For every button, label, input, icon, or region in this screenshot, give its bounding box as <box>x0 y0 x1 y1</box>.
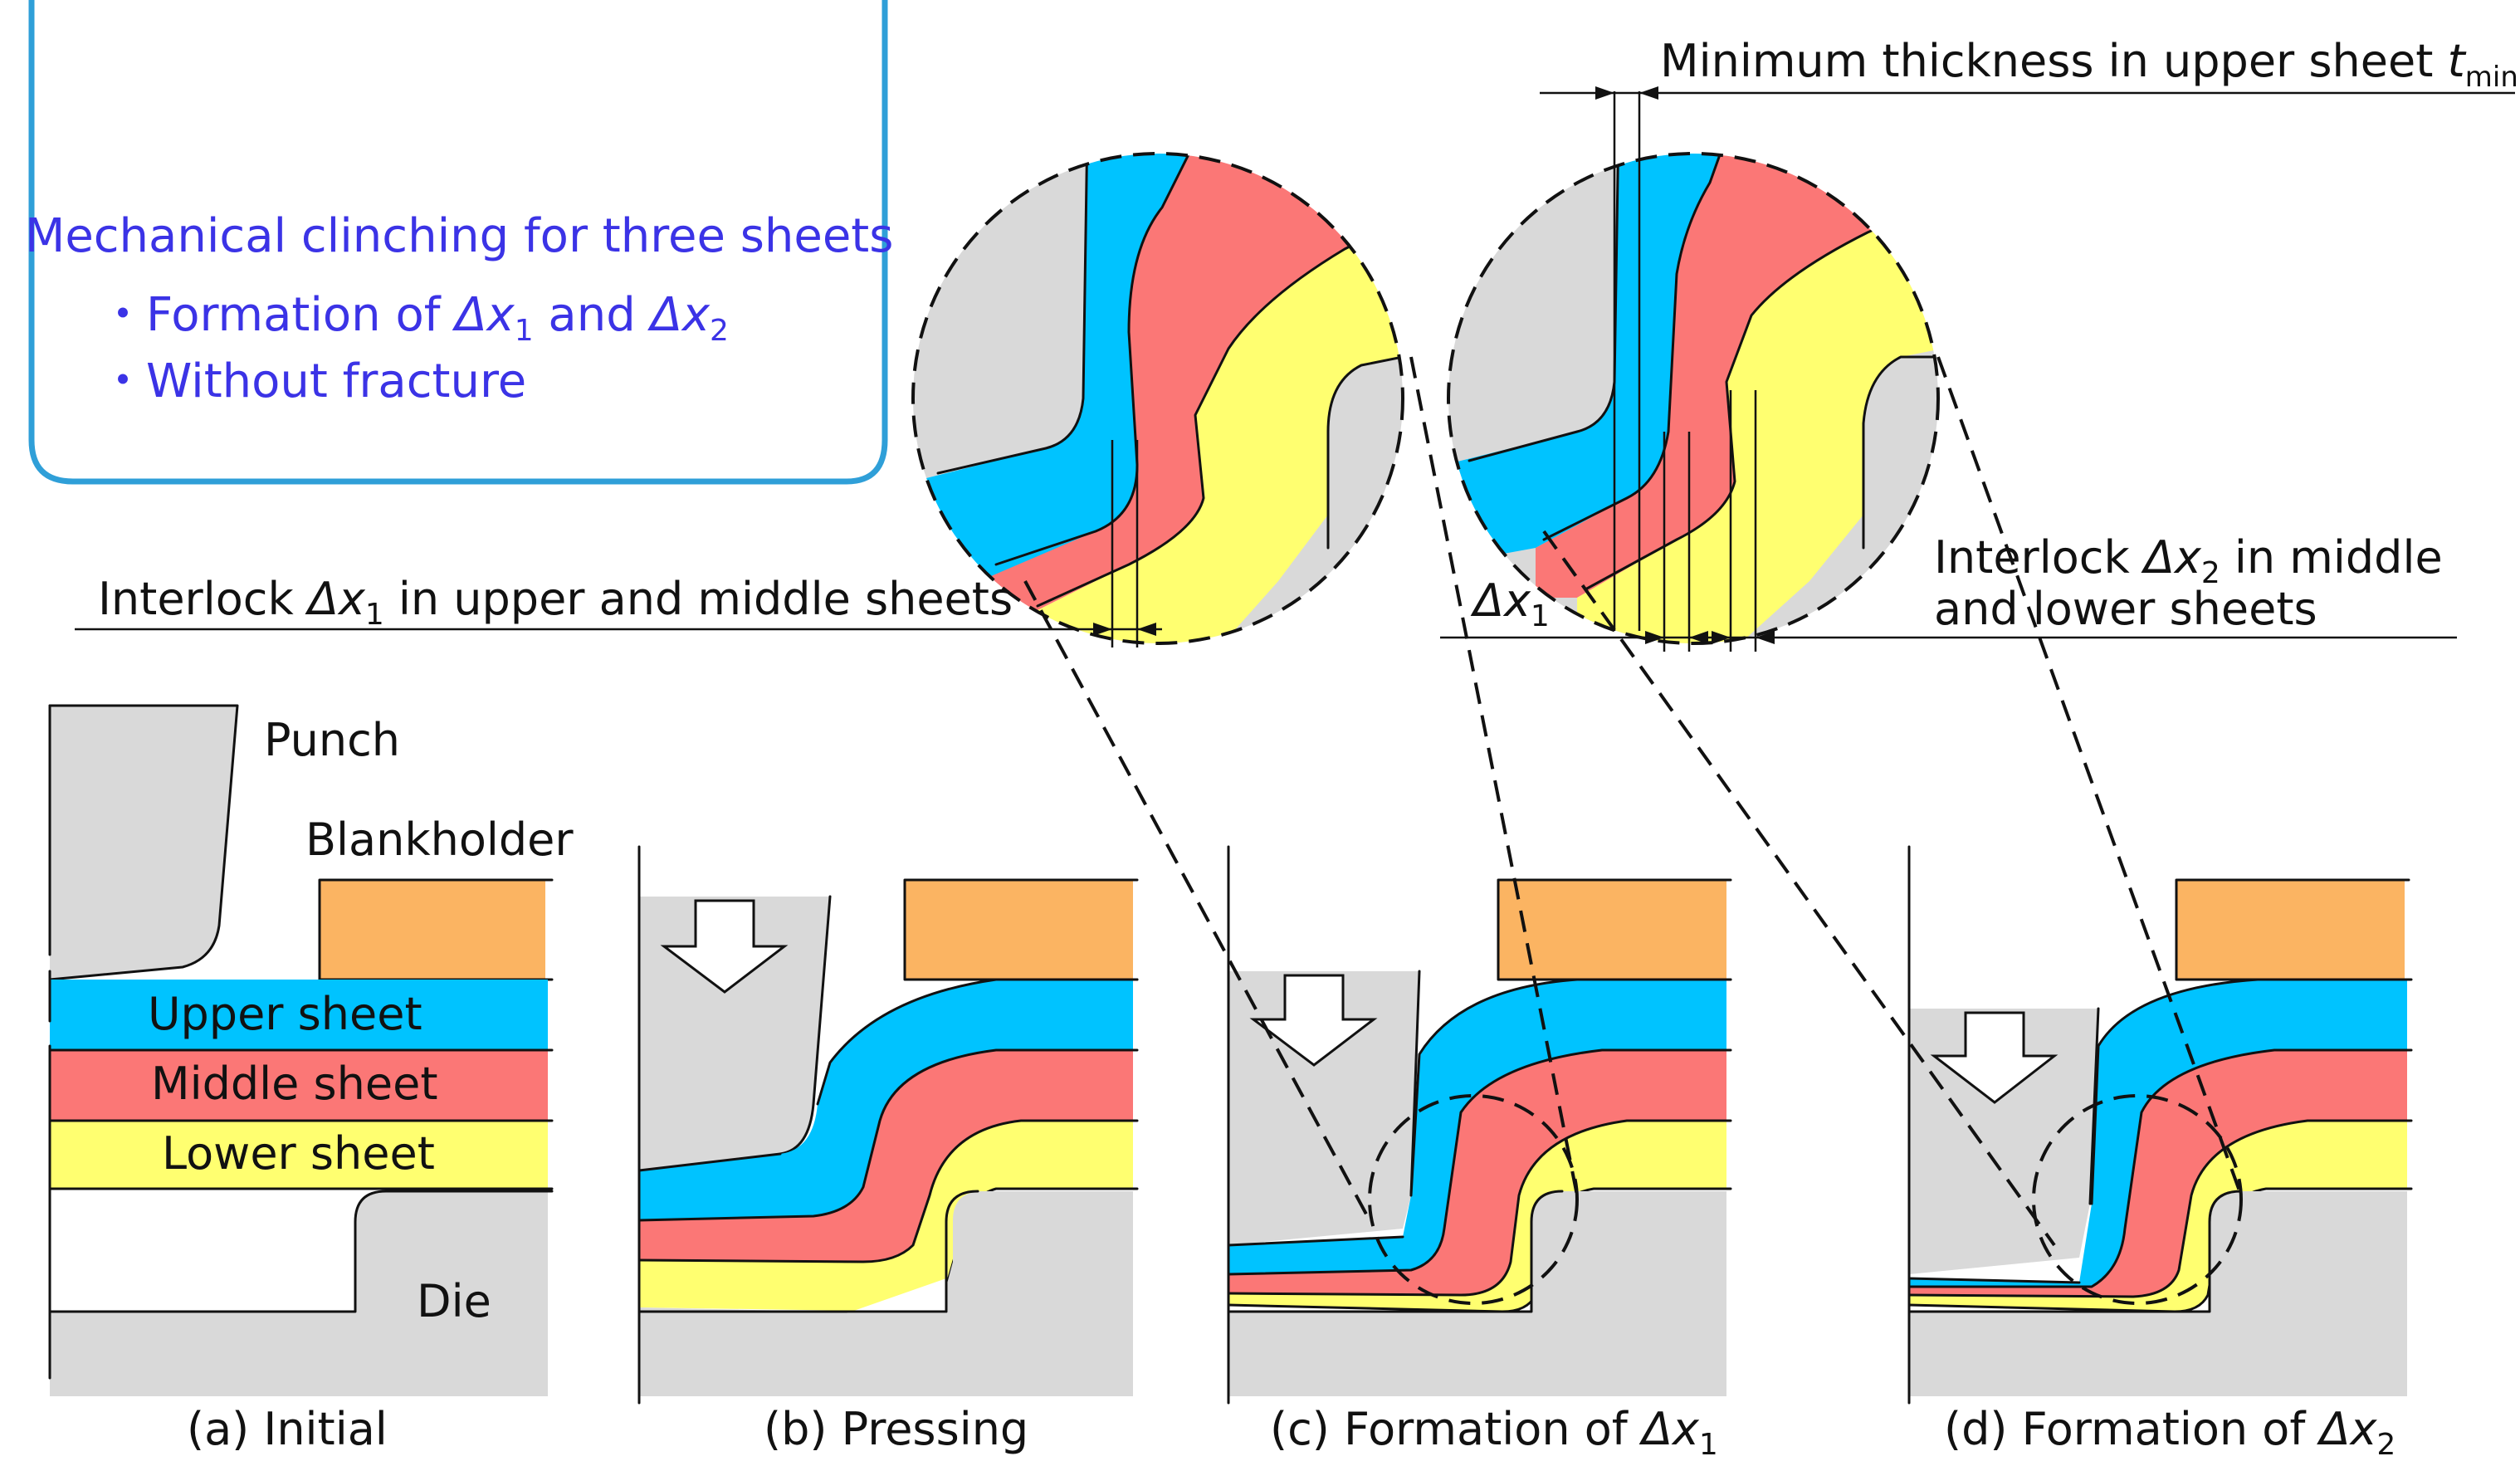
caption-b: (b) Pressing <box>764 1403 1028 1455</box>
press-arrow-d <box>1930 1011 2058 1104</box>
label-dx1-right: Δx1 <box>1470 574 1550 633</box>
zoom-circle-c <box>1368 1094 1579 1305</box>
caption-c: (c) Formation of Δx1 <box>1270 1403 1718 1462</box>
summary-bullet-fracture: ・Without fracture <box>100 354 526 408</box>
annotation-dx-right: Δx1 Interlock Δx2 in middle and lower sh… <box>1440 390 2457 652</box>
punch-d <box>1909 1009 2098 1274</box>
press-arrow-b <box>660 899 789 994</box>
label-die: Die <box>417 1275 491 1327</box>
label-middle-sheet: Middle sheet <box>151 1058 438 1110</box>
panel-pressing: (b) Pressing <box>637 845 1139 1455</box>
panel-initial: Punch Blankholder Upper sheet Middle she… <box>48 704 574 1455</box>
annotation-interlock-dx1: Interlock Δx1 in upper and middle sheets <box>75 440 1162 647</box>
summary-box: Mechanical clinching for three sheets ・F… <box>25 0 893 485</box>
lower-sheet-b <box>639 1121 1133 1312</box>
label-upper-sheet: Upper sheet <box>148 988 422 1040</box>
upper-sheet-c <box>1228 980 1726 1274</box>
middle-sheet-d <box>1909 1050 2407 1297</box>
die-d <box>1909 1191 2407 1396</box>
label-blankholder: Blankholder <box>305 814 574 866</box>
die-c <box>1228 1191 1726 1396</box>
zoom-detail-dx1 <box>913 154 1403 643</box>
label-interlock-dx2-line2: and lower sheets <box>1934 583 2317 635</box>
blankholder-d <box>2176 880 2405 980</box>
lower-sheet-d <box>1909 1121 2407 1312</box>
label-lower-sheet: Lower sheet <box>162 1127 435 1180</box>
die-a <box>50 1191 548 1396</box>
lower-sheet-c <box>1228 1121 1726 1312</box>
zoom-detail-dx2 <box>1448 154 1938 643</box>
label-punch: Punch <box>264 714 400 766</box>
lower-sheet-a <box>50 1121 548 1189</box>
summary-box-border <box>28 0 888 485</box>
caption-d: (d) Formation of Δx2 <box>1944 1403 2395 1462</box>
middle-sheet-b <box>639 1050 1133 1262</box>
upper-sheet-d <box>1909 980 2407 1287</box>
zoom-circle-d <box>2032 1094 2243 1305</box>
upper-sheet-a <box>50 980 548 1050</box>
caption-a: (a) Initial <box>187 1403 388 1455</box>
upper-sheet-b <box>639 980 1133 1220</box>
blankholder-a <box>320 880 545 980</box>
middle-sheet-c <box>1228 1050 1726 1295</box>
blankholder-b <box>905 880 1133 980</box>
zoom-connector-lines <box>1023 356 2243 1247</box>
label-min-thickness: Minimum thickness in upper sheet tmin <box>1660 35 2518 94</box>
summary-title: Mechanical clinching for three sheets <box>25 209 893 263</box>
zoom-circle-right <box>1447 152 1940 645</box>
annotation-min-thickness: Minimum thickness in upper sheet tmin <box>1540 35 2518 631</box>
die-b <box>639 1191 1133 1396</box>
punch-a <box>50 706 237 980</box>
label-interlock-dx2-line1: Interlock Δx2 in middle <box>1934 531 2443 590</box>
summary-bullet-formation: ・Formation of Δx1 and Δx2 <box>100 288 729 348</box>
zoom-circle-left <box>911 152 1404 645</box>
blankholder-c <box>1498 880 1726 980</box>
label-interlock-dx1: Interlock Δx1 in upper and middle sheets <box>98 573 1013 632</box>
panel-formation-dx2: (d) Formation of Δx2 <box>1907 845 2413 1462</box>
panel-formation-dx1: (c) Formation of Δx1 <box>1227 845 1732 1462</box>
press-arrow-c <box>1249 974 1378 1067</box>
middle-sheet-a <box>50 1050 548 1121</box>
